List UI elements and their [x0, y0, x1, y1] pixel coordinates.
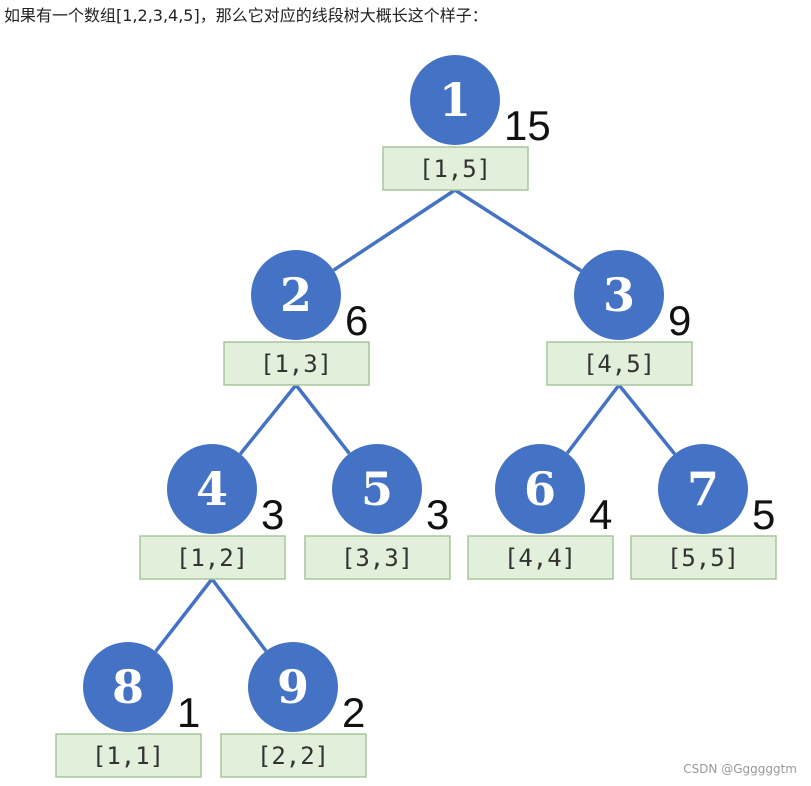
tree-edge	[454, 188, 583, 273]
tree-edge	[332, 188, 456, 272]
node-range: [1,5]	[419, 155, 491, 183]
node-range: [1,3]	[260, 350, 332, 378]
node-range: [1,2]	[176, 544, 248, 572]
watermark: CSDN @Ggggggtm	[683, 762, 797, 776]
range-box	[223, 341, 370, 386]
range-box	[220, 733, 367, 778]
node-range: [4,4]	[504, 544, 576, 572]
range-box	[382, 146, 529, 191]
node-sum: 3	[261, 491, 284, 538]
node-sum: 2	[342, 689, 365, 736]
node-sum: 4	[589, 491, 612, 538]
node-sum: 15	[504, 102, 551, 149]
node-sum: 1	[177, 689, 200, 736]
node-index: 7	[687, 462, 719, 516]
tree-edge	[617, 383, 677, 456]
node-index: 9	[277, 660, 309, 714]
tree-edge	[294, 383, 351, 455]
node-index: 8	[112, 660, 144, 714]
range-box	[630, 535, 777, 580]
tree-node-circle	[248, 642, 338, 732]
tree-node-circle	[495, 444, 585, 534]
range-box	[546, 341, 693, 386]
node-range: [3,3]	[341, 544, 413, 572]
node-sum: 5	[752, 491, 775, 538]
intro-text: 如果有一个数组[1,2,3,4,5]，那么它对应的线段树大概长这个样子：	[4, 6, 488, 25]
tree-node-circle	[332, 444, 422, 534]
tree-node-circle	[658, 444, 748, 534]
node-range: [5,5]	[667, 544, 739, 572]
tree-node-circle	[167, 444, 257, 534]
tree-edge	[154, 577, 214, 653]
tree-node-circle	[83, 642, 173, 732]
tree-edge	[210, 577, 268, 653]
range-box	[55, 733, 202, 778]
node-sum: 6	[345, 297, 368, 344]
tree-node-circle	[574, 250, 664, 340]
node-range: [2,2]	[257, 742, 329, 770]
node-index: 4	[196, 462, 228, 516]
tree-edge	[565, 383, 621, 455]
node-sum: 9	[668, 297, 691, 344]
node-index: 5	[361, 462, 393, 516]
node-index: 2	[280, 268, 312, 322]
range-box	[139, 535, 286, 580]
node-range: [4,5]	[583, 350, 655, 378]
node-index: 3	[603, 268, 635, 322]
tree-node-circle	[251, 250, 341, 340]
range-box	[304, 535, 451, 580]
tree-edge	[238, 383, 298, 456]
range-box	[467, 535, 614, 580]
node-sum: 3	[426, 491, 449, 538]
tree-node-circle	[410, 55, 500, 145]
node-range: [1,1]	[92, 742, 164, 770]
node-index: 6	[524, 462, 556, 516]
node-index: 1	[439, 73, 471, 127]
